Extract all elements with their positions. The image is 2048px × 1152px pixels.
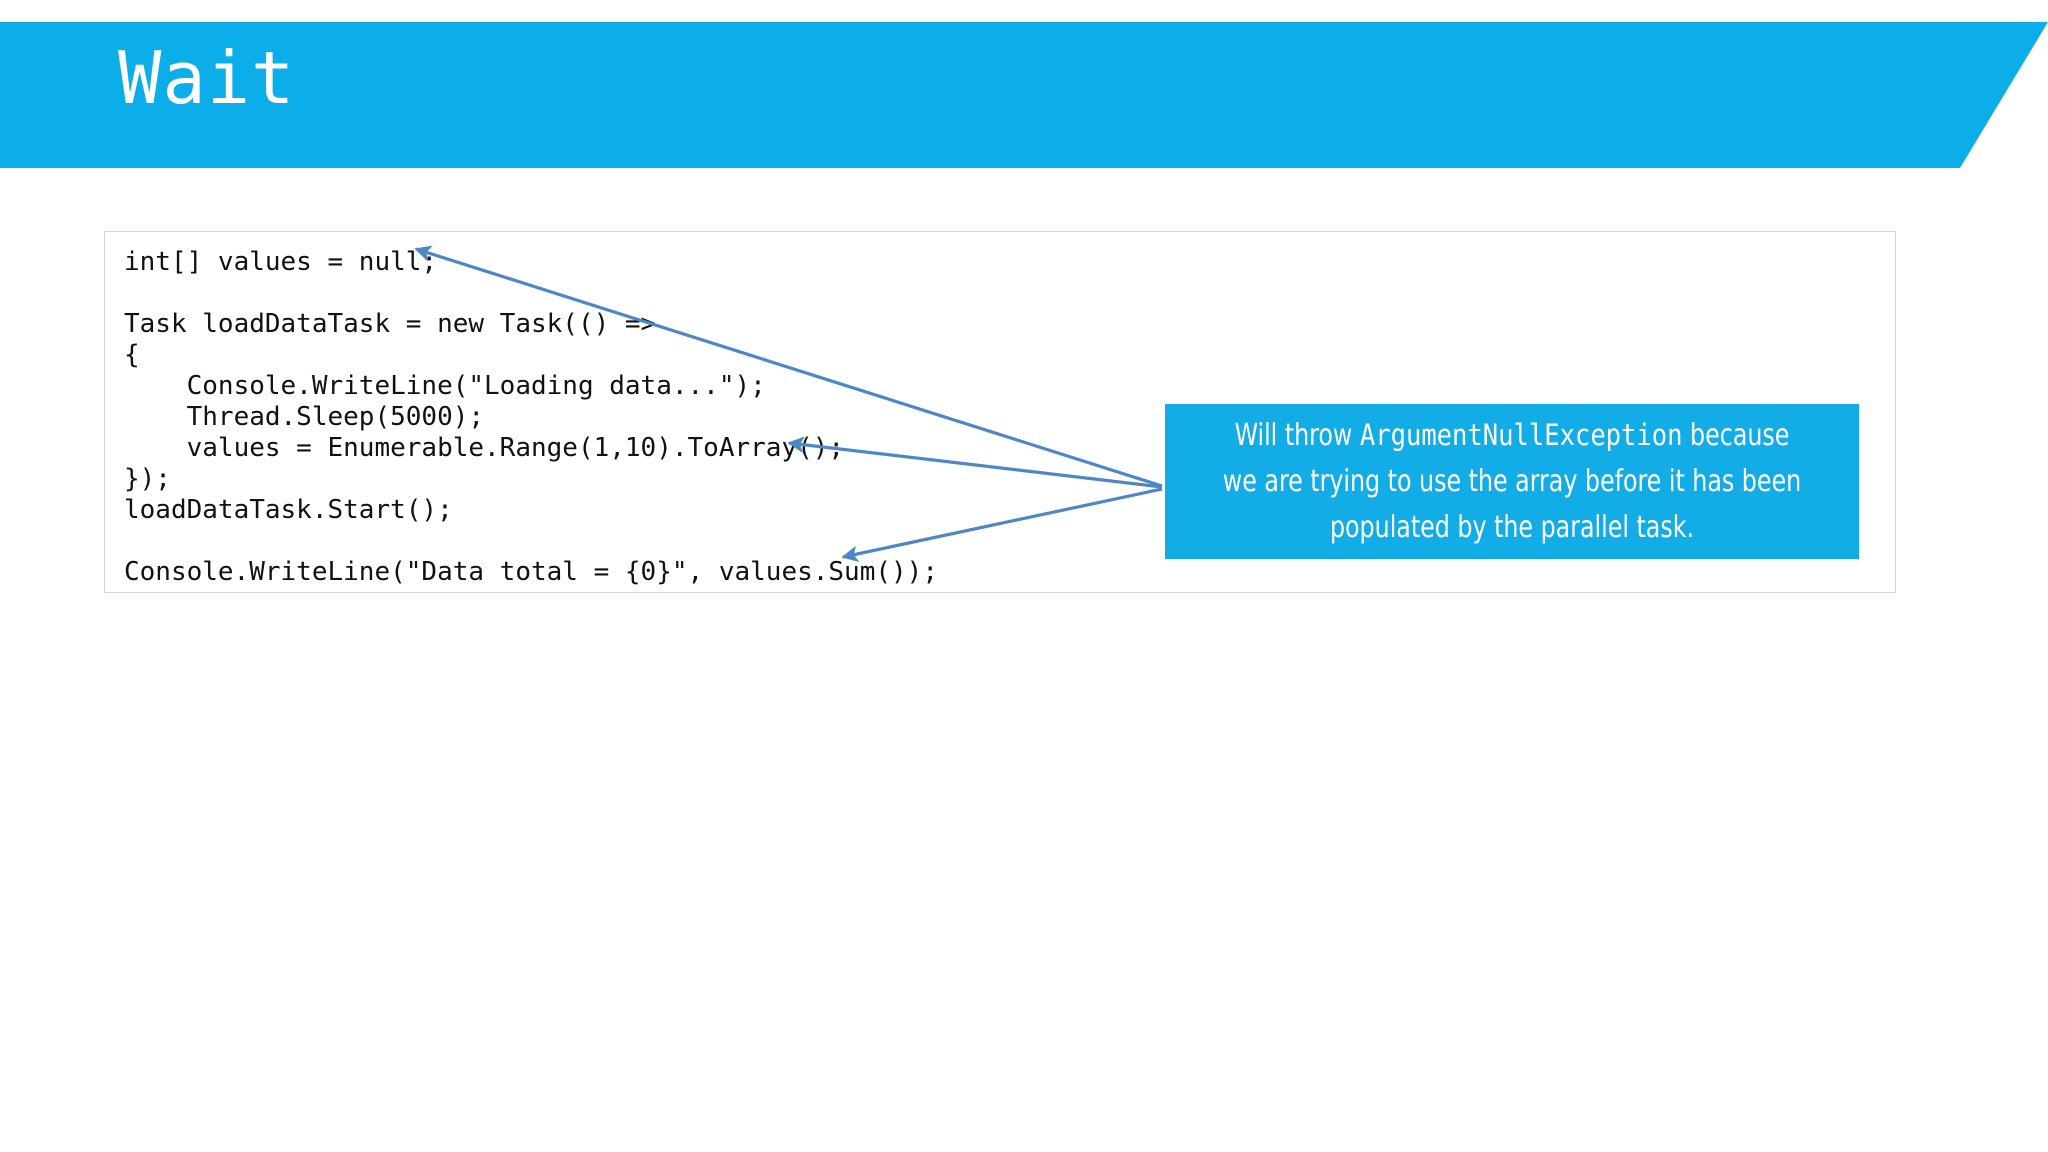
callout-box: Will throw ArgumentNullException because…	[1165, 404, 1859, 559]
title-banner-shape	[0, 22, 2048, 168]
title-banner	[0, 22, 2048, 173]
callout-exception-name: ArgumentNullException	[1359, 418, 1683, 452]
title-banner-shadow	[3, 27, 2048, 173]
code-block: int[] values = null; Task loadDataTask =…	[124, 247, 938, 587]
callout-lead-text: Will throw	[1234, 418, 1360, 453]
callout-body-text: because we are trying to use the array b…	[1222, 418, 1802, 545]
callout-text: Will throw ArgumentNullException because…	[1219, 412, 1805, 551]
page-title: Wait	[118, 36, 296, 120]
